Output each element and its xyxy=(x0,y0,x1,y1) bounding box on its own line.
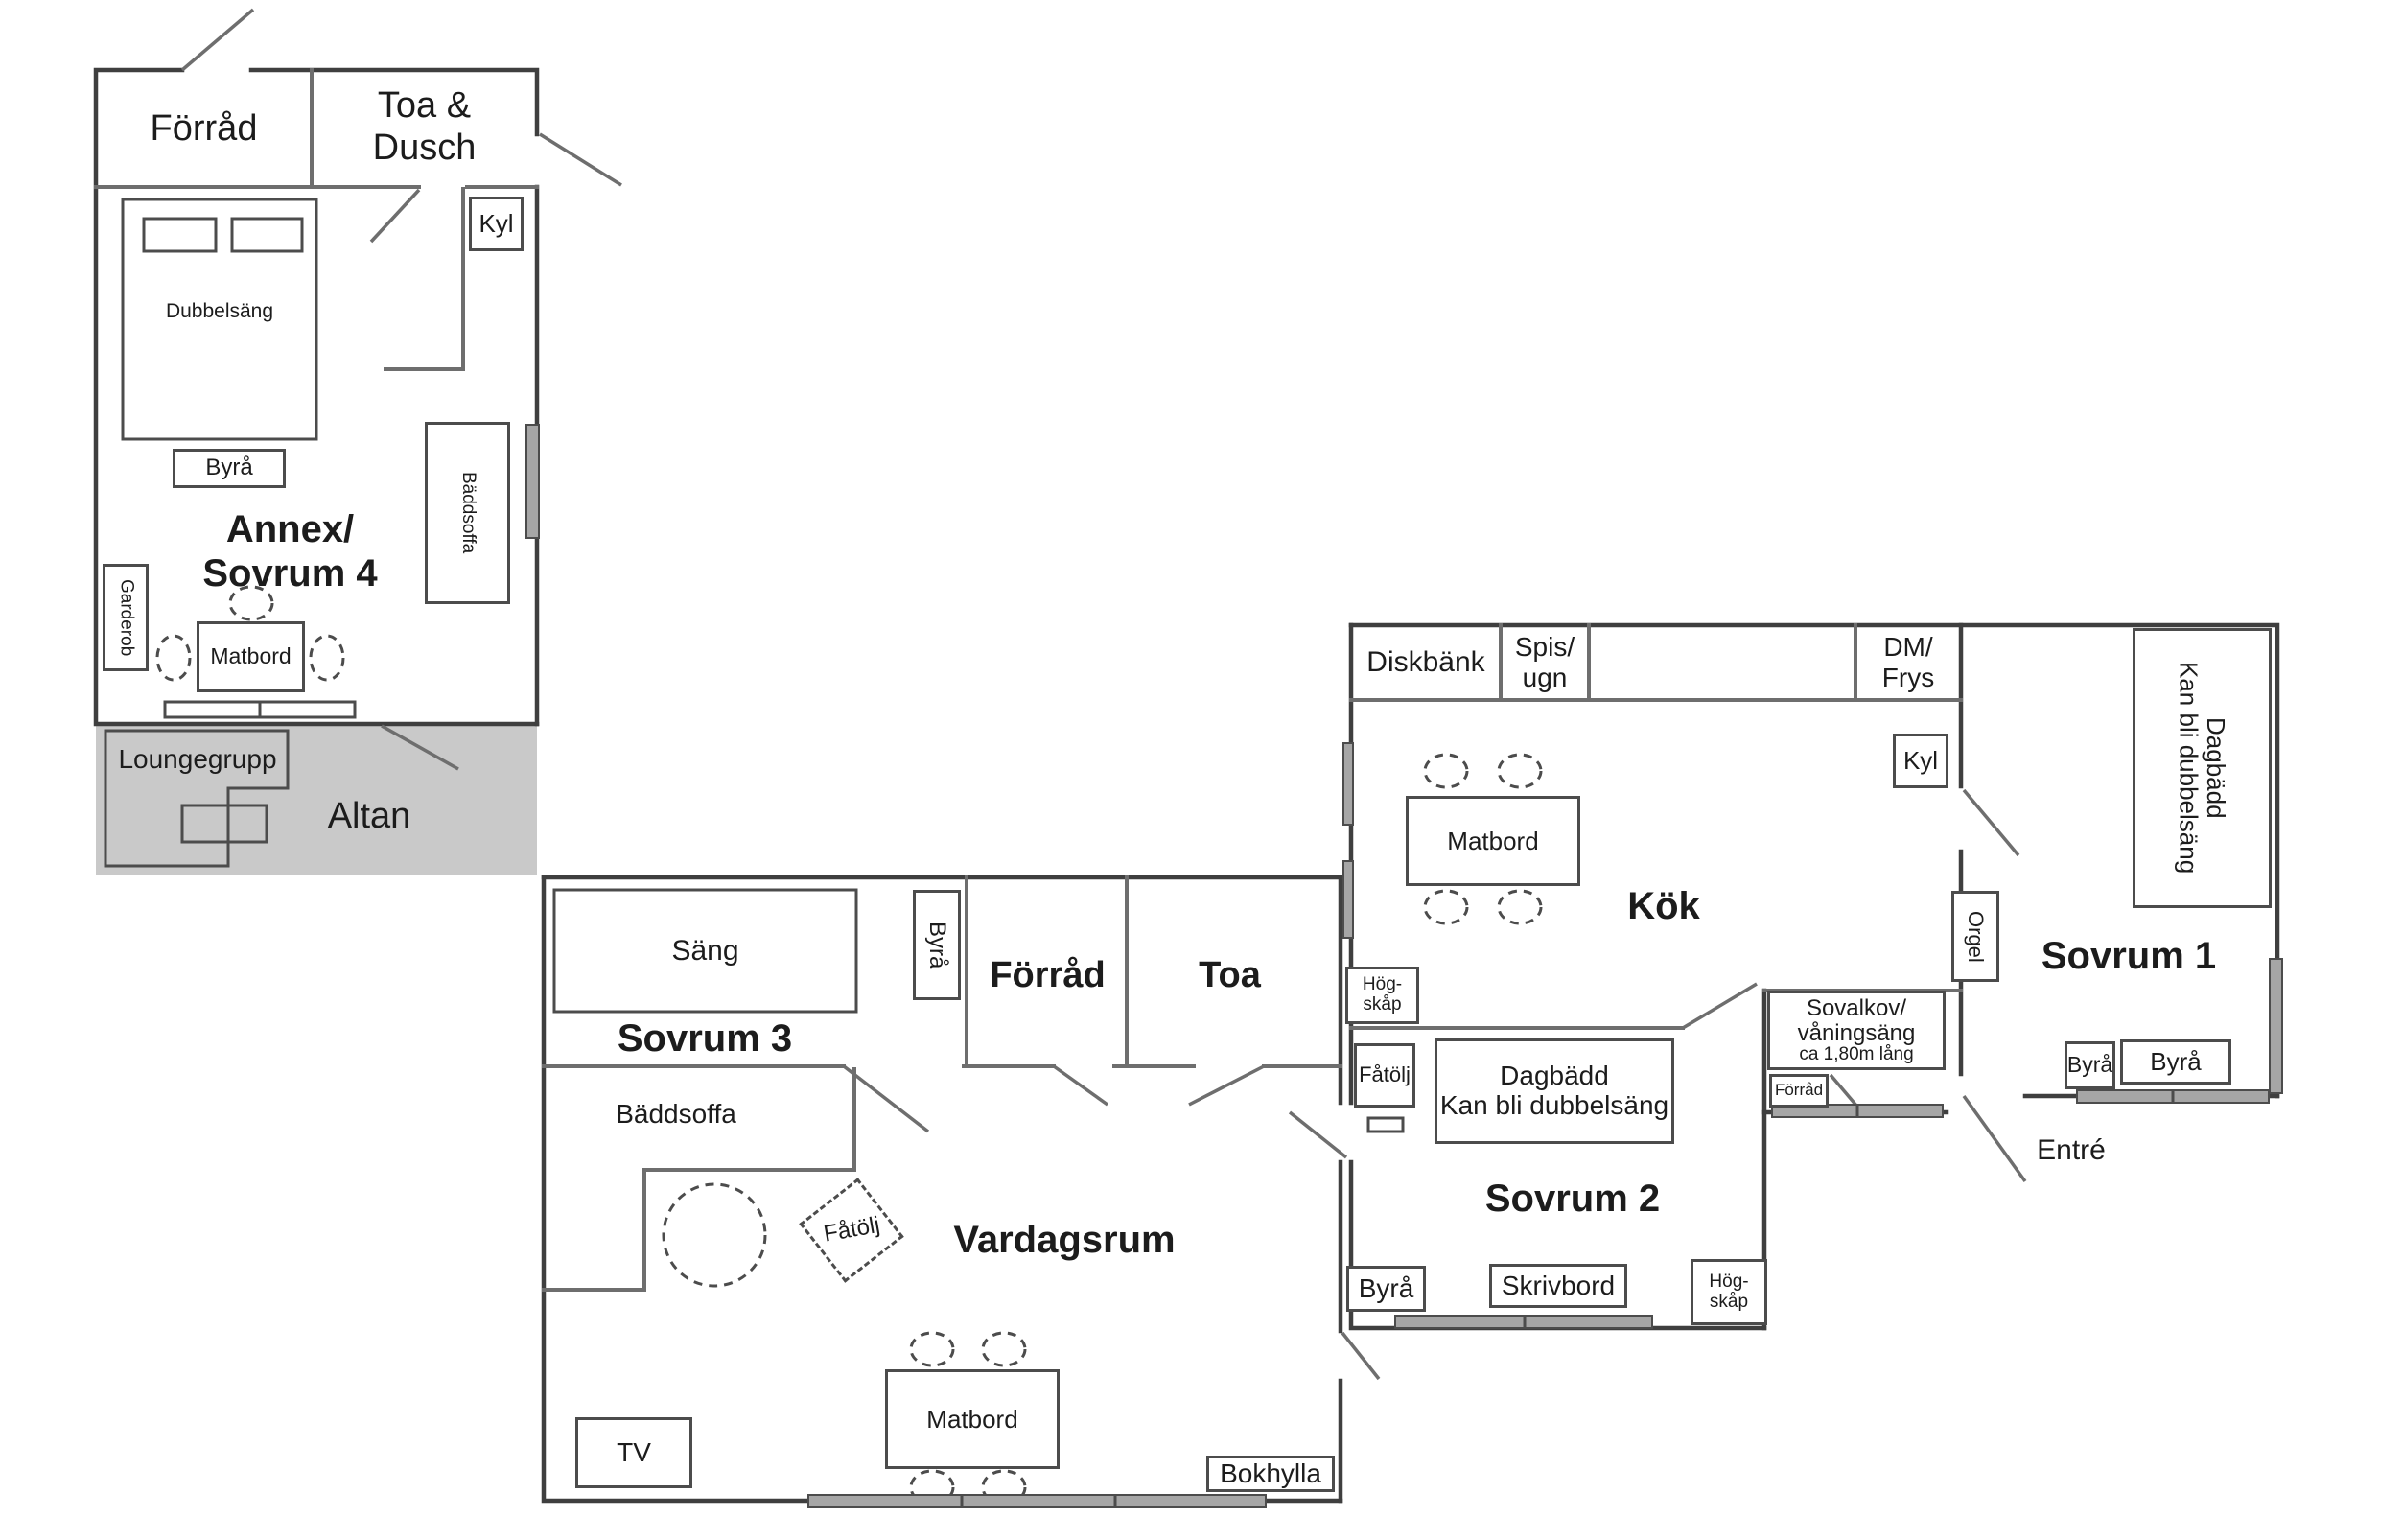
main-interior-walls xyxy=(542,875,1342,1068)
lounge-group-label: Loungegrupp xyxy=(118,743,277,774)
kitchen-block-windows xyxy=(1342,742,2283,1329)
counter-label-dm-frys: DM/ Frys xyxy=(1881,631,1935,692)
lounge-table xyxy=(180,804,268,844)
sofa-bed-label-main: Bäddsoffa xyxy=(616,1099,736,1130)
organ-sovrum1: Orgel xyxy=(1951,891,1999,982)
double-bed-outline xyxy=(121,198,318,441)
room-label-sovrum1: Sovrum 1 xyxy=(2041,935,2217,977)
footstool xyxy=(1366,1116,1405,1133)
daybed-sovrum2: Dagbädd Kan bli dubbelsäng xyxy=(1435,1038,1674,1144)
room-label-annex-sovrum4: Annex/ Sovrum 4 xyxy=(202,508,378,595)
armchair-sovrum2: Fåtölj xyxy=(1354,1043,1415,1108)
sleeping-alcove: Sovalkov/ våningsäng ca 1,80m lång xyxy=(1767,991,1946,1070)
room-label-forrad-annex: Förråd xyxy=(150,108,258,150)
round-table xyxy=(662,1182,767,1288)
desk-sovrum2: Skrivbord xyxy=(1489,1264,1627,1308)
dresser-sovrum1-left: Byrå xyxy=(2065,1041,2115,1089)
fridge-annex: Kyl xyxy=(469,197,524,251)
tall-cabinet-sovrum2: Hög- skåp xyxy=(1691,1259,1767,1325)
room-label-sovrum2: Sovrum 2 xyxy=(1484,1178,1661,1220)
room-label-vardagsrum: Vardagsrum xyxy=(953,1219,1176,1261)
sofa-bed-annex: Bäddsoffa xyxy=(425,422,510,604)
pillow xyxy=(142,217,218,253)
wardrobe-annex: Garderob xyxy=(103,564,149,671)
annex-window xyxy=(525,424,540,539)
bookshelf: Bokhylla xyxy=(1206,1456,1335,1492)
closet-alcove: Förråd xyxy=(1769,1074,1829,1108)
dining-table-annex: Matbord xyxy=(197,621,305,692)
counter-label-diskbank: Diskbänk xyxy=(1366,645,1485,678)
corner-sofa-outline xyxy=(542,1067,856,1292)
sleeping-alcove-label: Sovalkov/ våningsäng xyxy=(1797,995,1916,1046)
dining-table-kok: Matbord xyxy=(1406,796,1580,886)
armchair-vardagsrum-label: Fåtölj xyxy=(821,1211,882,1248)
daybed-sovrum1: Dagbädd Kan bli dubbelsäng xyxy=(2133,628,2272,908)
sleeping-alcove-size: ca 1,80m lång xyxy=(1799,1043,1914,1064)
room-label-toa: Toa xyxy=(1199,954,1261,995)
annex-interior-walls xyxy=(94,68,539,371)
loungegrupp-outline xyxy=(104,729,290,868)
annex-window-sill xyxy=(163,700,357,719)
dresser-annex: Byrå xyxy=(173,449,286,488)
kitchen-door-swings xyxy=(1682,788,2027,1183)
bed-label-sovrum3: Säng xyxy=(671,934,739,967)
dresser-sovrum2: Byrå xyxy=(1346,1266,1426,1312)
dresser-sovrum3: Byrå xyxy=(913,890,961,1000)
bed-label-annex: Dubbelsäng xyxy=(165,299,274,322)
annex-door-swings xyxy=(180,8,622,771)
altan-deck-area xyxy=(96,722,537,875)
main-door-swings xyxy=(842,1064,1381,1381)
kitchen-dining-chairs xyxy=(1423,753,1543,925)
pillow xyxy=(230,217,304,253)
fridge-kok: Kyl xyxy=(1893,734,1948,788)
entrance-label: Entré xyxy=(2037,1134,2106,1167)
room-label-altan: Altan xyxy=(327,796,411,837)
bed-outline-sovrum3 xyxy=(552,888,858,1014)
annex-dining-chairs xyxy=(155,585,345,682)
dining-table-vardagsrum: Matbord xyxy=(885,1369,1060,1469)
room-label-sovrum3: Sovrum 3 xyxy=(617,1017,793,1060)
dresser-sovrum1-right: Byrå xyxy=(2120,1039,2231,1085)
vardagsrum-dining-chairs xyxy=(909,1331,1027,1505)
room-label-toa-dusch: Toa & Dusch xyxy=(372,84,477,168)
tall-cabinet-kok: Hög- skåp xyxy=(1345,967,1419,1024)
vardagsrum-windows xyxy=(807,1494,1267,1508)
room-label-kok: Kök xyxy=(1627,885,1700,927)
tv: TV xyxy=(575,1417,692,1488)
room-label-forrad-main: Förråd xyxy=(990,954,1106,995)
counter-label-spis-ugn: Spis/ ugn xyxy=(1514,631,1575,692)
